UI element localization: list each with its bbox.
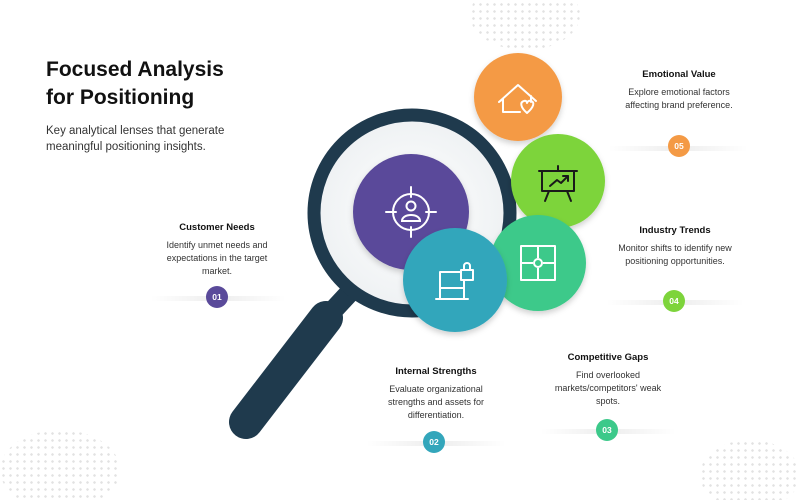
bubble-competitive-gaps bbox=[490, 215, 586, 311]
page-title: Focused Analysis for Positioning bbox=[46, 56, 306, 112]
badge-05: 05 bbox=[668, 135, 690, 157]
card-industry-trends: Industry Trends Monitor shifts to identi… bbox=[612, 225, 738, 268]
card-emotional-value: Emotional Value Explore emotional factor… bbox=[616, 69, 742, 112]
home-heart-icon bbox=[498, 84, 537, 114]
card-description: Monitor shifts to identify new positioni… bbox=[618, 243, 732, 266]
badge-04: 04 bbox=[663, 290, 685, 312]
card-title: Industry Trends bbox=[639, 225, 711, 236]
badge-01: 01 bbox=[206, 286, 228, 308]
decorative-dots bbox=[0, 430, 120, 500]
bubble-internal-strengths bbox=[403, 228, 507, 332]
card-description: Evaluate organizational strengths and as… bbox=[387, 384, 485, 420]
badge-02: 02 bbox=[423, 431, 445, 453]
card-description: Identify unmet needs and expectations in… bbox=[166, 240, 268, 276]
page-subtitle: Key analytical lenses that generate mean… bbox=[46, 125, 225, 153]
card-internal-strengths: Internal Strengths Evaluate organization… bbox=[372, 366, 500, 422]
card-title: Customer Needs bbox=[179, 222, 255, 233]
card-title: Internal Strengths bbox=[395, 366, 477, 377]
bubble-emotional-value bbox=[474, 53, 562, 141]
badge-03: 03 bbox=[596, 419, 618, 441]
secure-workstation-icon bbox=[435, 262, 474, 300]
title-line-2: for Positioning bbox=[46, 86, 195, 109]
card-description: Find overlooked markets/competitors' wea… bbox=[554, 370, 662, 406]
user-target-icon bbox=[385, 186, 437, 238]
puzzle-icon bbox=[520, 245, 556, 281]
presentation-chart-icon bbox=[538, 165, 578, 202]
card-title: Emotional Value bbox=[642, 69, 716, 80]
card-competitive-gaps: Competitive Gaps Find overlooked markets… bbox=[546, 352, 670, 408]
decorative-dots bbox=[700, 440, 800, 500]
card-customer-needs: Customer Needs Identify unmet needs and … bbox=[154, 222, 280, 278]
card-title: Competitive Gaps bbox=[567, 352, 649, 363]
title-line-1: Focused Analysis bbox=[46, 58, 224, 81]
card-description: Explore emotional factors affecting bran… bbox=[625, 87, 733, 110]
magnifier-handle bbox=[229, 301, 343, 439]
